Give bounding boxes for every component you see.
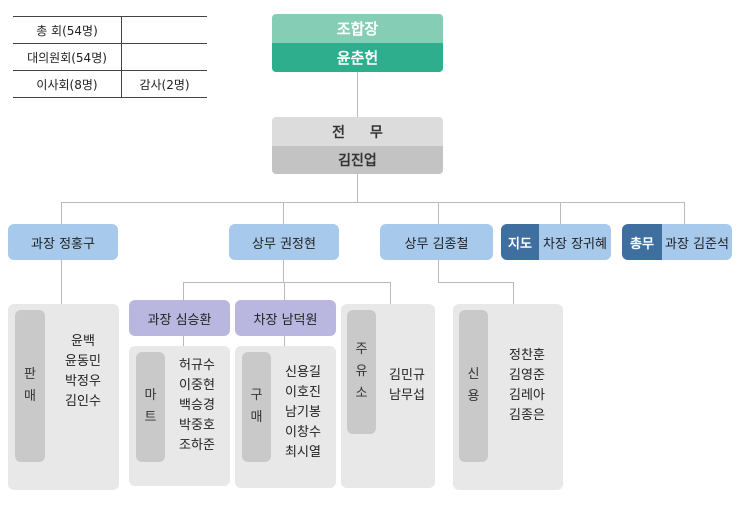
mart-manager-box: 과장 심승환 (129, 300, 230, 336)
credit-team-members: 정찬훈 김영준 김레아 김종은 (493, 338, 561, 434)
connector-line (61, 260, 62, 304)
general-affairs-box: 총무 과장 김준석 (622, 224, 732, 260)
gas-station-team-label: 주 유 소 (347, 310, 376, 434)
connector-line (438, 282, 514, 283)
member-name: 김인수 (65, 394, 101, 409)
sales-team-label: 판 매 (15, 310, 45, 462)
connector-line (61, 202, 685, 203)
chairman-name: 윤춘헌 (272, 43, 443, 72)
member-name: 허규수 (179, 358, 215, 373)
empty-cell (121, 16, 207, 44)
member-name: 이창수 (285, 425, 321, 440)
mart-team-members: 허규수 이중현 백승경 박중호 조하준 (167, 350, 227, 462)
connector-line (513, 282, 514, 304)
connector-line (283, 260, 284, 282)
guidance-dept-box: 지도 차장 장귀혜 (501, 224, 611, 260)
member-name: 조하준 (179, 438, 215, 453)
sales-manager-box: 과장 정홍구 (8, 224, 118, 260)
purchase-team-members: 신용길 이호진 남기봉 이창수 최시열 (273, 350, 333, 476)
member-name: 윤동민 (65, 354, 101, 369)
sales-team-box: 판 매 윤백 윤동민 박정우 김인수 (8, 304, 119, 490)
general-assembly-count: 총 회(54명) (13, 16, 122, 44)
member-name: 백승경 (179, 398, 215, 413)
managing-director-kim-box: 상무 김종철 (380, 224, 493, 260)
director-title: 전 무 (272, 117, 443, 146)
general-affairs-head: 과장 김준석 (662, 224, 732, 260)
gas-station-team-box: 주 유 소 김민규 남무섭 (341, 304, 435, 488)
member-name: 김민규 (389, 368, 425, 383)
credit-team-box: 신 용 정찬훈 김영준 김레아 김종은 (453, 304, 563, 490)
guidance-dept-head: 차장 장귀혜 (539, 224, 611, 260)
sales-team-members: 윤백 윤동민 박정우 김인수 (48, 320, 118, 424)
credit-team-label: 신 용 (459, 310, 488, 462)
managing-director-kwon-box: 상무 권정현 (229, 224, 339, 260)
connector-line (284, 336, 285, 346)
delegates-count: 대의원회(54명) (13, 43, 122, 71)
member-count-table: 총 회(54명) 대의원회(54명) 이사회(8명) 감사(2명) (13, 16, 207, 98)
connector-line (283, 202, 284, 224)
connector-line (357, 174, 358, 202)
member-name: 남무섭 (389, 388, 425, 403)
board-count: 이사회(8명) (13, 70, 122, 98)
chairman-title: 조합장 (272, 14, 443, 43)
director-name: 김진업 (272, 146, 443, 174)
connector-line (183, 282, 391, 283)
connector-line (183, 282, 184, 300)
auditor-count: 감사(2명) (121, 70, 207, 98)
connector-line (438, 202, 439, 224)
member-name: 신용길 (285, 365, 321, 380)
mart-team-label: 마 트 (136, 352, 165, 462)
gas-station-team-members: 김민규 남무섭 (379, 362, 435, 410)
purchase-team-box: 구 매 신용길 이호진 남기봉 이창수 최시열 (235, 346, 336, 488)
purchase-manager-box: 차장 남덕원 (235, 300, 336, 336)
mart-team-box: 마 트 허규수 이중현 백승경 박중호 조하준 (129, 346, 230, 486)
member-name: 김레아 (509, 388, 545, 403)
purchase-team-label: 구 매 (242, 352, 271, 462)
connector-line (284, 282, 285, 300)
connector-line (684, 202, 685, 224)
member-name: 이중현 (179, 378, 215, 393)
connector-line (357, 72, 358, 117)
member-name: 정찬훈 (509, 348, 545, 363)
member-name: 박정우 (65, 374, 101, 389)
connector-line (438, 260, 439, 282)
empty-cell (121, 43, 207, 71)
general-affairs-label: 총무 (622, 224, 662, 260)
member-name: 이호진 (285, 385, 321, 400)
member-name: 최시열 (285, 445, 321, 460)
member-name: 박중호 (179, 418, 215, 433)
connector-line (61, 202, 62, 224)
guidance-dept-label: 지도 (501, 224, 539, 260)
member-name: 김영준 (509, 368, 545, 383)
connector-line (560, 202, 561, 224)
member-name: 윤백 (71, 334, 95, 349)
connector-line (183, 336, 184, 346)
member-name: 김종은 (509, 408, 545, 423)
member-name: 남기봉 (285, 405, 321, 420)
connector-line (390, 282, 391, 304)
